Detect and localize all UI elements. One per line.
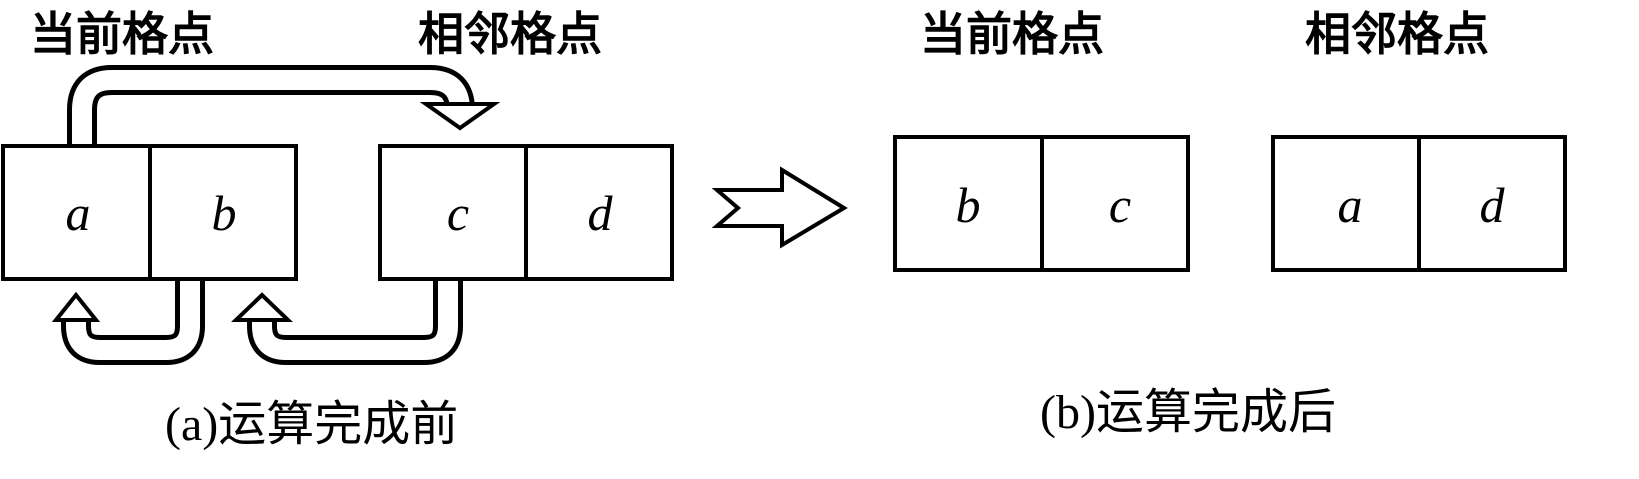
panel-a-cell-a: a	[66, 185, 91, 241]
panel-b-cell-a: a	[1338, 177, 1363, 233]
transition-arrow-icon	[711, 166, 848, 249]
arrow-a-to-neighbor	[67, 65, 501, 152]
panel-b-current-header: 当前格点	[920, 7, 1104, 61]
panel-a-cell-c: c	[447, 185, 469, 241]
panel-b-cell-d: d	[1480, 177, 1506, 233]
panel-a-neighbor-header: 相邻格点	[418, 7, 602, 61]
panel-b-current-lattice: b c	[893, 135, 1190, 272]
arrow-c-to-b	[231, 276, 463, 365]
panel-b-cell-b: b	[956, 177, 981, 233]
arrow-b-to-a	[51, 276, 205, 365]
panel-b-neighbor-lattice: a d	[1271, 135, 1567, 272]
panel-a-cell-d: d	[588, 185, 614, 241]
panel-a-current-header: 当前格点	[30, 7, 214, 61]
panel-a-caption: (a)运算完成前	[165, 398, 458, 451]
panel-b-neighbor-header: 相邻格点	[1305, 7, 1489, 61]
panel-b-caption: (b)运算完成后	[1040, 386, 1336, 439]
panel-b-cell-c: c	[1109, 177, 1131, 233]
panel-a-current-lattice: a b	[1, 144, 298, 281]
panel-a-neighbor-lattice: c d	[378, 144, 674, 281]
panel-a-cell-b: b	[212, 185, 237, 241]
